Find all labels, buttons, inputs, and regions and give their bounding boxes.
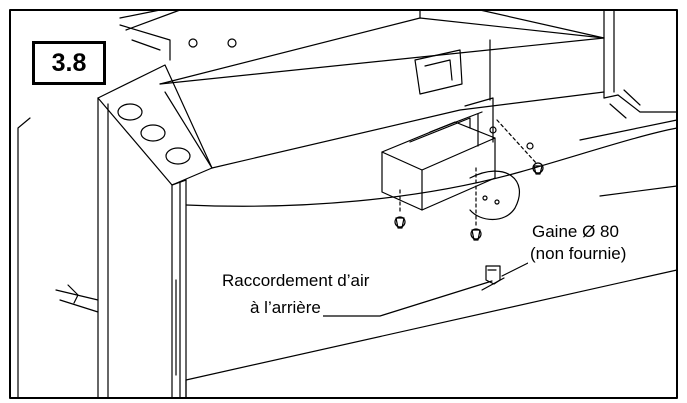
- duct-label-line2: (non fournie): [528, 244, 629, 264]
- right-wall: [579, 9, 678, 197]
- bottom-edge: [185, 269, 678, 381]
- duct-label-line1: Gaine Ø 80: [530, 222, 621, 242]
- figure-frame: [9, 9, 678, 399]
- air-connection-leader-line: [299, 280, 493, 317]
- bottom-clip: [481, 265, 505, 291]
- left-column: [17, 64, 213, 399]
- top-deck: [119, 9, 605, 169]
- duct-leader-line: [501, 261, 531, 277]
- fixing-screws: [394, 119, 544, 241]
- air-connection-label-line2: à l’arrière: [248, 298, 323, 318]
- rear-air-connector: [381, 97, 534, 221]
- appliance-edge-curve: [185, 127, 678, 207]
- air-connection-label-line1: Raccordement d’air: [220, 271, 372, 291]
- step-number-badge: 3.8: [32, 41, 106, 85]
